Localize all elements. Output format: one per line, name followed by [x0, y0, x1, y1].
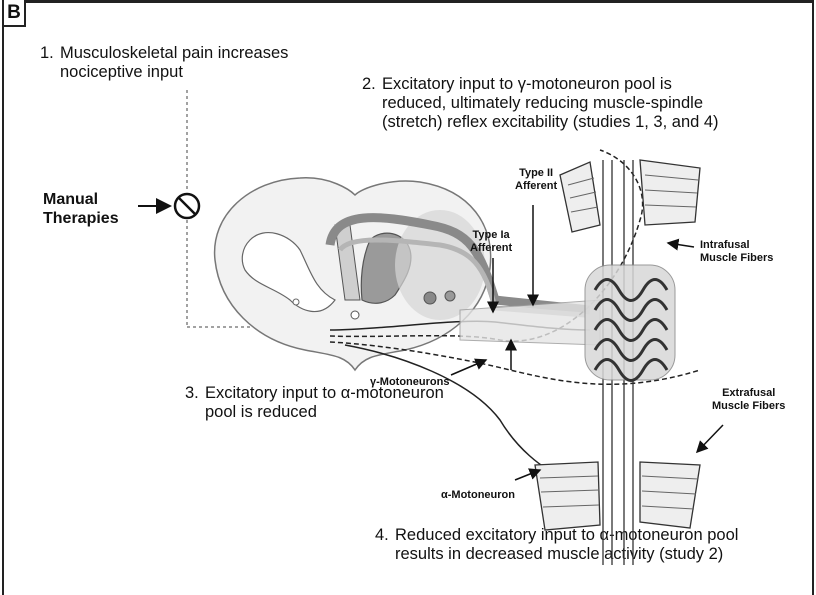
extrafusal-fibers-label: Extrafusal Muscle Fibers	[712, 387, 785, 413]
type-ia-afferent-line1: Type Ia	[470, 229, 512, 242]
inhibition-icon	[175, 194, 199, 218]
extrafusal-bundle-top-right	[640, 160, 700, 225]
spinal-cord-cross-section	[215, 178, 491, 370]
extrafusal-fibers-line2: Muscle Fibers	[712, 400, 785, 413]
type-ii-afferent-label: Type II Afferent	[515, 167, 557, 193]
type-ii-afferent-line2: Afferent	[515, 180, 557, 193]
muscle-spindle	[585, 265, 675, 381]
extrafusal-bundle-bottom-right	[640, 462, 700, 528]
alpha-motoneuron-label: α-Motoneuron	[441, 489, 515, 502]
gamma-motoneurons-label: γ-Motoneurons	[370, 376, 449, 389]
intrafusal-fibers-line1: Intrafusal	[700, 239, 773, 252]
intrafusal-fibers-label: Intrafusal Muscle Fibers	[700, 239, 773, 265]
intrafusal-fibers-line2: Muscle Fibers	[700, 252, 773, 265]
extrafusal-bundle-bottom-left	[535, 462, 600, 530]
type-ia-afferent-label: Type Ia Afferent	[470, 229, 512, 255]
extrafusal-bundle-top-left	[560, 162, 600, 232]
type-ia-afferent-line2: Afferent	[470, 242, 512, 255]
nerve-trunk	[460, 300, 600, 345]
extrafusal-fibers-line1: Extrafusal	[712, 387, 785, 400]
type-ii-afferent-line1: Type II	[515, 167, 557, 180]
